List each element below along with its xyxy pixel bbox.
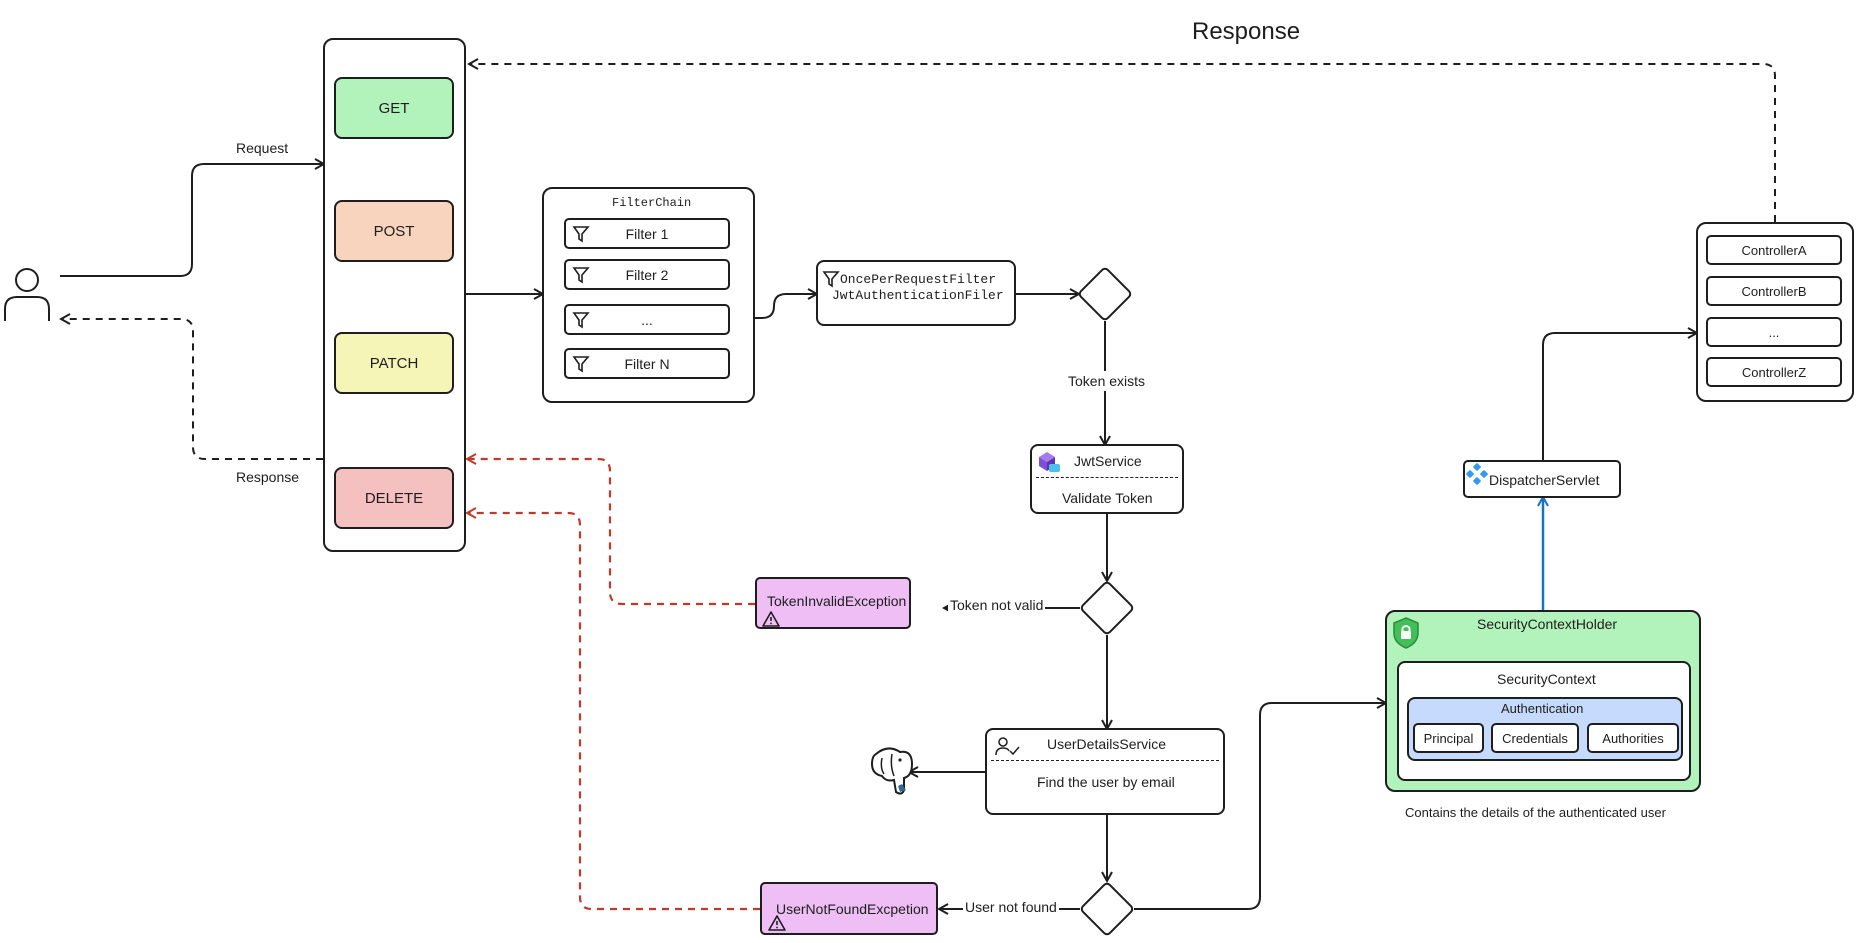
token-invalid-exception-box[interactable]: TokenInvalidException	[755, 577, 911, 629]
user-not-found-error-arrow	[468, 513, 760, 911]
response-arrow-top	[470, 64, 1776, 222]
filter-ellipsis[interactable]: ...	[564, 304, 730, 335]
user-not-found-exception-box[interactable]: UserNotFoundExcpetion	[760, 882, 938, 935]
funnel-icon	[572, 356, 590, 373]
delete-method-box[interactable]: DELETE	[334, 467, 454, 529]
token-exists-label: Token exists	[1066, 371, 1148, 391]
controller-a[interactable]: ControllerA	[1706, 235, 1842, 265]
security-context-holder-box[interactable]: SecurityContextHolder SecurityContext Au…	[1385, 610, 1701, 792]
jwt-service-box[interactable]: JwtService Validate Token	[1030, 444, 1184, 514]
user-not-found-exception-label: UserNotFoundExcpetion	[776, 901, 929, 917]
security-context-box[interactable]: SecurityContext Authentication Principal…	[1397, 661, 1691, 781]
user-icon	[4, 268, 50, 321]
user-details-service-title: UserDetailsService	[1047, 736, 1167, 752]
request-label: Request	[236, 140, 289, 156]
funnel-icon	[572, 267, 590, 284]
jwt-service-action: Validate Token	[1062, 490, 1153, 506]
request-arrow	[60, 164, 323, 277]
filterchain-title: FilterChain	[612, 196, 692, 210]
controller-z[interactable]: ControllerZ	[1706, 357, 1842, 387]
response-arrow-to-user	[62, 319, 323, 460]
security-context-title: SecurityContext	[1497, 671, 1596, 687]
token-not-valid-label: Token not valid	[948, 595, 1046, 615]
security-caption: Contains the details of the authenticate…	[1405, 805, 1666, 820]
dispatcher-servlet-box[interactable]: DispatcherServlet	[1463, 460, 1621, 498]
dispatcher-to-controllers-arrow	[1542, 333, 1696, 460]
cube-icon	[1039, 452, 1060, 472]
jwt-filter-line1: OncePerRequestFilter	[840, 272, 997, 287]
filter-2[interactable]: Filter 2	[564, 259, 730, 290]
user-details-service-action: Find the user by email	[1037, 774, 1175, 790]
warning-icon	[762, 611, 780, 627]
controller-ellipsis[interactable]: ...	[1706, 317, 1842, 347]
funnel-icon	[572, 312, 590, 329]
filter-label: Filter 2	[625, 266, 669, 283]
filter-label: ...	[641, 311, 653, 328]
jwt-filter-line2: JwtAuthenticationFiler	[832, 288, 1004, 303]
credentials-box[interactable]: Credentials	[1491, 723, 1579, 753]
filter-n[interactable]: Filter N	[564, 348, 730, 379]
patch-method-box[interactable]: PATCH	[334, 332, 454, 394]
authentication-box[interactable]: Authentication Principal Credentials Aut…	[1407, 697, 1683, 761]
filter-1[interactable]: Filter 1	[564, 218, 730, 249]
decision-to-securityholder-arrow	[1134, 703, 1385, 910]
user-check-icon	[995, 737, 1020, 756]
security-context-holder-title: SecurityContextHolder	[1477, 616, 1618, 632]
filterchain-to-jwtfilter-arrow	[730, 294, 816, 319]
funnel-icon	[822, 271, 840, 288]
principal-box[interactable]: Principal	[1413, 723, 1484, 753]
jwt-authentication-filter-box[interactable]: OncePerRequestFilter JwtAuthenticationFi…	[816, 260, 1016, 326]
controller-b[interactable]: ControllerB	[1706, 276, 1842, 306]
shield-lock-icon	[1393, 617, 1419, 649]
token-invalid-error-arrow	[468, 459, 755, 606]
get-method-box[interactable]: GET	[334, 77, 454, 139]
authorities-box[interactable]: Authorities	[1587, 723, 1679, 753]
warning-icon	[768, 915, 786, 931]
response-label: Response	[236, 469, 300, 485]
dispatcher-servlet-label: DispatcherServlet	[1489, 472, 1600, 488]
spring-grid-icon	[1466, 463, 1488, 485]
postgres-elephant-icon	[870, 747, 914, 795]
funnel-icon	[572, 226, 590, 243]
authentication-title: Authentication	[1501, 701, 1584, 716]
user-details-service-box[interactable]: UserDetailsService Find the user by emai…	[985, 728, 1225, 815]
token-invalid-exception-label: TokenInvalidException	[767, 593, 907, 609]
user-not-found-label: User not found	[963, 897, 1059, 917]
post-method-box[interactable]: POST	[334, 200, 454, 262]
response-title: Response	[1192, 18, 1301, 45]
filter-label: Filter N	[624, 355, 670, 372]
filter-label: Filter 1	[625, 225, 669, 242]
jwt-service-title: JwtService	[1074, 453, 1142, 469]
